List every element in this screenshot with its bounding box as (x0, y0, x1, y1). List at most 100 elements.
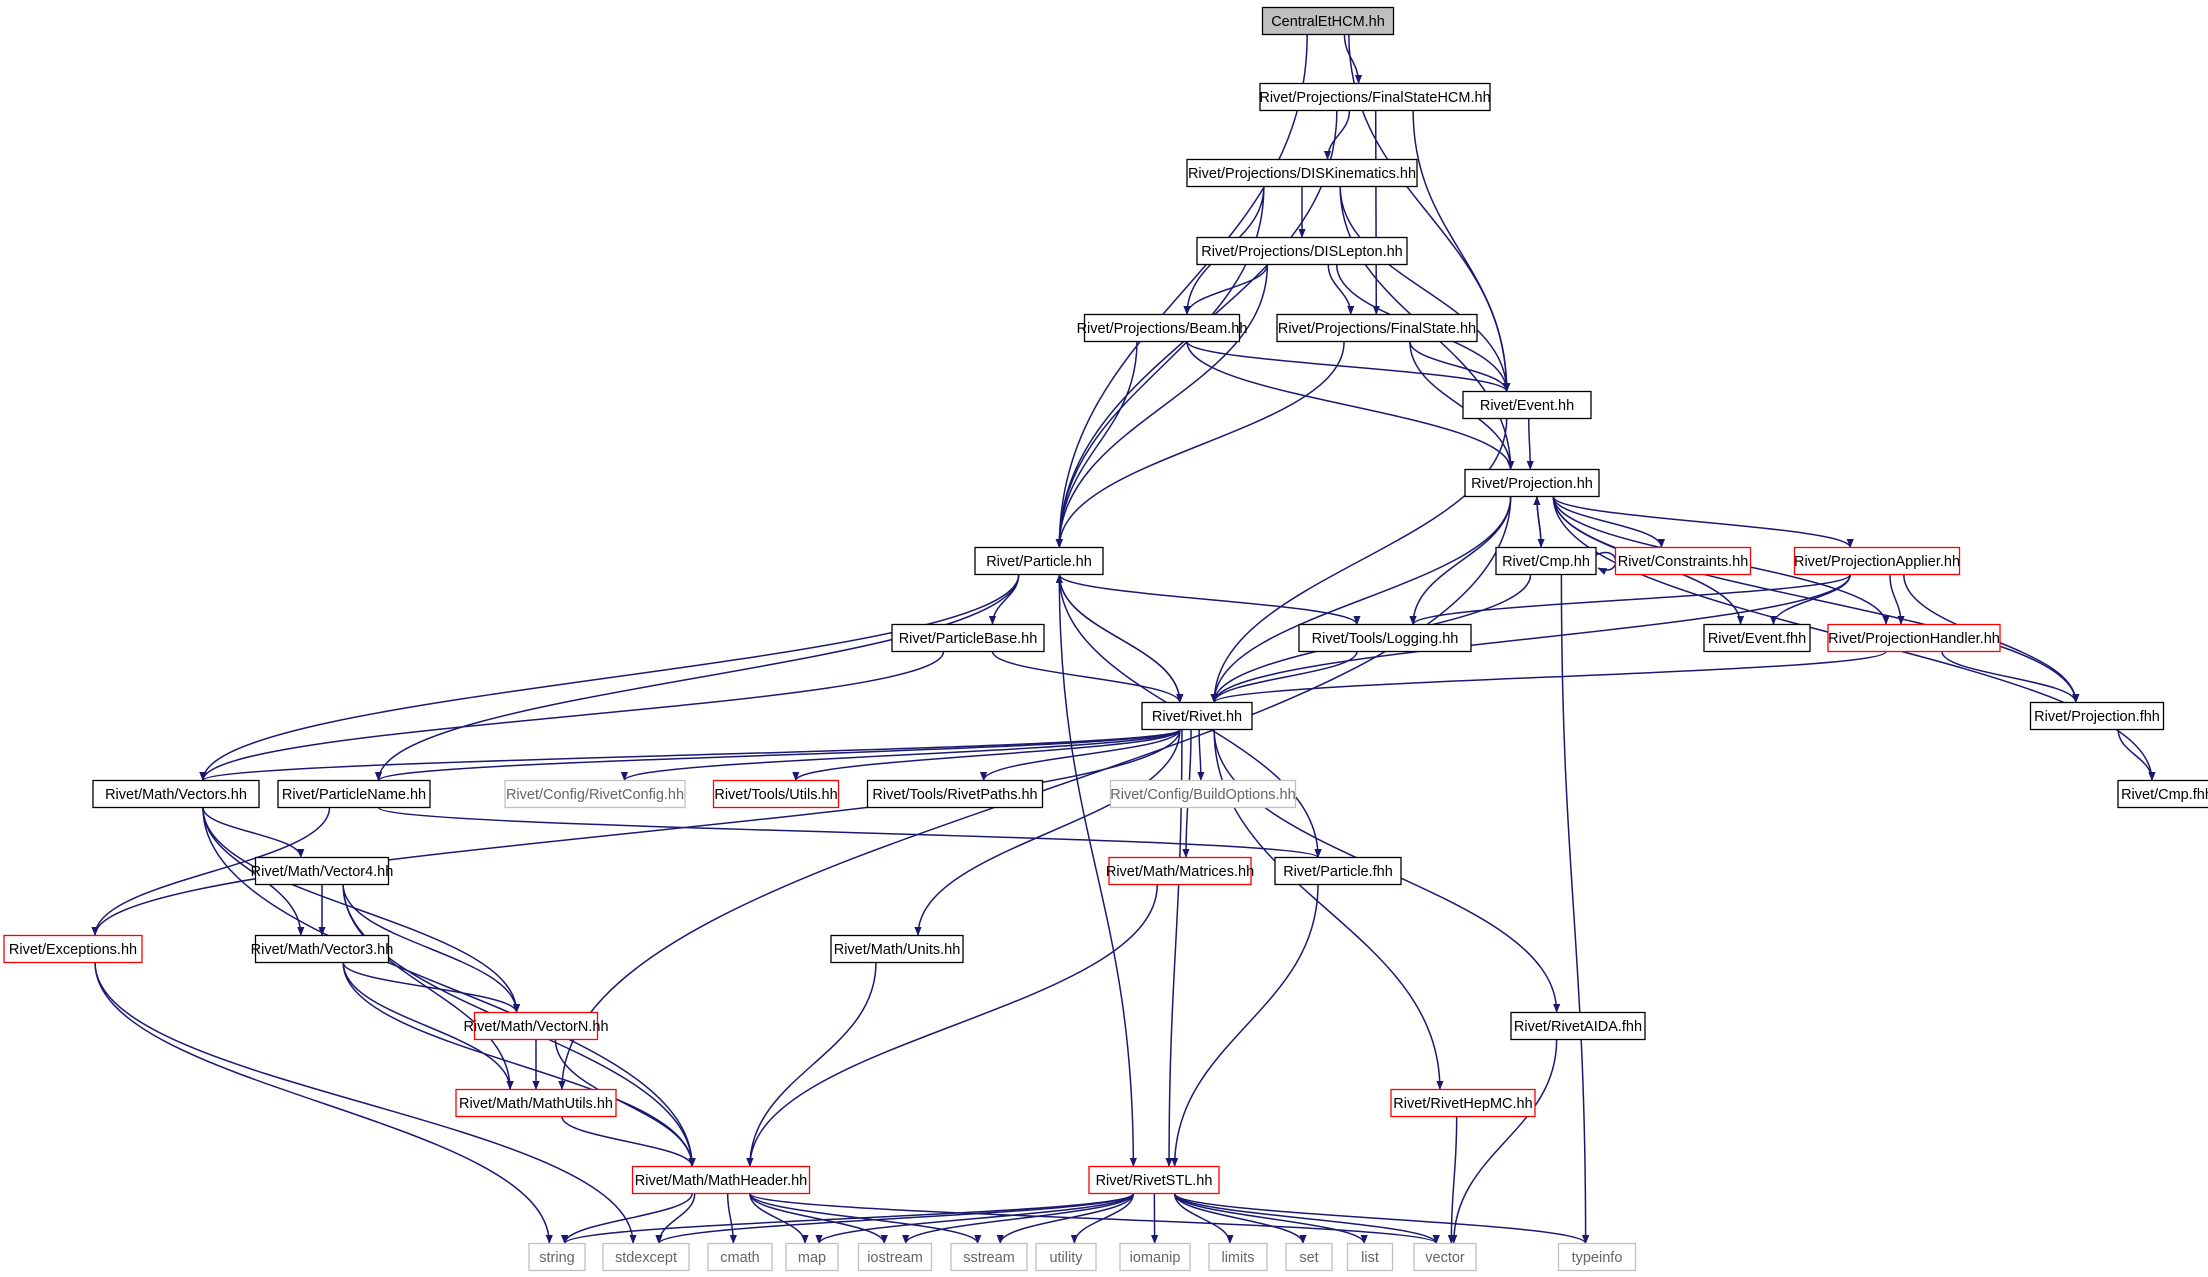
node-pbase[interactable]: Rivet/ParticleBase.hh (891, 623, 1045, 653)
node-map[interactable]: map (785, 1242, 839, 1272)
node-label: Rivet/ProjectionApplier.hh (1794, 554, 1960, 570)
node-units[interactable]: Rivet/Math/Units.hh (830, 934, 964, 964)
edge-stl-to-typeinfo (1173, 1192, 1590, 1245)
node-pname[interactable]: Rivet/ParticleName.hh (277, 779, 431, 809)
node-central[interactable]: CentralEtHCM.hh (1261, 6, 1395, 36)
node-label: Rivet/Event.hh (1480, 398, 1574, 414)
node-rivet[interactable]: Rivet/Rivet.hh (1141, 701, 1253, 731)
node-label: Rivet/Rivet.hh (1152, 709, 1242, 725)
edge-beam-to-event (1186, 341, 1511, 392)
node-label: utility (1049, 1250, 1083, 1266)
node-fs[interactable]: Rivet/Projections/FinalState.hh (1276, 313, 1478, 343)
node-label: Rivet/Constraints.hh (1618, 554, 1749, 570)
node-utils[interactable]: Rivet/Tools/Utils.hh (712, 779, 840, 809)
node-projhandler[interactable]: Rivet/ProjectionHandler.hh (1827, 623, 2001, 653)
node-label: limits (1221, 1250, 1254, 1266)
edge-exceptions-to-stdexcept (94, 962, 637, 1244)
node-particle[interactable]: Rivet/Particle.hh (974, 546, 1104, 576)
node-typeinfo[interactable]: typeinfo (1557, 1242, 1637, 1272)
node-buildopt[interactable]: Rivet/Config/BuildOptions.hh (1109, 779, 1297, 809)
edge-dislep-to-fs (1327, 264, 1355, 315)
edge-event-to-proj (1526, 418, 1534, 470)
node-box (1259, 82, 1491, 112)
node-stl[interactable]: Rivet/RivetSTL.hh (1088, 1165, 1220, 1195)
edge-proj-to-constraints (1552, 496, 1666, 548)
node-vector[interactable]: vector (1413, 1242, 1477, 1272)
node-cmath[interactable]: cmath (707, 1242, 773, 1272)
node-string[interactable]: string (528, 1242, 586, 1272)
node-cmpfhh[interactable]: Rivet/Cmp.fhh (2117, 779, 2208, 809)
node-iostream[interactable]: iostream (857, 1242, 933, 1272)
edge-units-to-mathheader (746, 962, 877, 1167)
edge-rivet-to-particle (1055, 574, 1181, 703)
node-label: Rivet/RivetHepMC.hh (1393, 1096, 1532, 1112)
node-stdexcept[interactable]: stdexcept (602, 1242, 690, 1272)
node-label: Rivet/Cmp.hh (1502, 554, 1590, 570)
node-box (1827, 623, 2001, 653)
edge-stl-to-set (1173, 1193, 1307, 1244)
node-label: Rivet/ParticleBase.hh (899, 631, 1038, 647)
node-iomanip[interactable]: iomanip (1119, 1242, 1191, 1272)
node-label: Rivet/Math/Units.hh (834, 942, 961, 958)
node-box (974, 546, 1104, 576)
node-label: Rivet/Projection.fhh (2034, 709, 2160, 725)
edge-hepmc-to-vector (1447, 1116, 1458, 1244)
node-diskin[interactable]: Rivet/Projections/DISKinematics.hh (1186, 158, 1418, 188)
node-utility[interactable]: utility (1035, 1242, 1097, 1272)
edge-stl-to-stdexcept (655, 1192, 1135, 1245)
node-label: Rivet/Projections/Beam.hh (1077, 321, 1248, 337)
node-vecn[interactable]: Rivet/Math/VectorN.hh (463, 1011, 609, 1041)
node-label: Rivet/Cmp.fhh (2121, 787, 2208, 803)
node-cmp[interactable]: Rivet/Cmp.hh (1495, 546, 1597, 576)
node-vec3[interactable]: Rivet/Math/Vector3.hh (251, 934, 394, 964)
node-vec4[interactable]: Rivet/Math/Vector4.hh (251, 856, 394, 886)
nodes-layer: CentralEtHCM.hhRivet/Projections/FinalSt… (3, 6, 2208, 1272)
node-box (1390, 1088, 1536, 1118)
node-event[interactable]: Rivet/Event.hh (1462, 390, 1592, 420)
node-limits[interactable]: limits (1208, 1242, 1268, 1272)
node-constraints[interactable]: Rivet/Constraints.hh (1614, 546, 1752, 576)
node-logging[interactable]: Rivet/Tools/Logging.hh (1298, 623, 1472, 653)
node-label: Rivet/Math/Vector4.hh (251, 864, 394, 880)
node-box (830, 934, 964, 964)
node-eventfhh[interactable]: Rivet/Event.fhh (1703, 623, 1811, 653)
edge-rivet-to-pname (375, 728, 1181, 782)
node-label: Rivet/Math/MathHeader.hh (635, 1173, 807, 1189)
node-rconfig[interactable]: Rivet/Config/RivetConfig.hh (504, 779, 686, 809)
edge-rivet-to-buildopt (1197, 729, 1205, 781)
edge-vec3-to-mathutils (342, 962, 514, 1090)
node-box (1186, 158, 1418, 188)
node-mathutils[interactable]: Rivet/Math/MathUtils.hh (455, 1088, 617, 1118)
edge-particle-to-vectors (199, 574, 1020, 781)
node-beam[interactable]: Rivet/Projections/Beam.hh (1077, 313, 1248, 343)
node-projfhh[interactable]: Rivet/Projection.fhh (2029, 701, 2165, 731)
node-box (1109, 779, 1297, 809)
node-set[interactable]: set (1285, 1242, 1333, 1272)
node-vectors[interactable]: Rivet/Math/Vectors.hh (92, 779, 260, 809)
node-sstream[interactable]: sstream (950, 1242, 1028, 1272)
node-label: Rivet/Math/Vector3.hh (251, 942, 394, 958)
node-pfhh[interactable]: Rivet/Particle.fhh (1274, 856, 1402, 886)
node-box (1276, 313, 1478, 343)
edge-vec4-to-vecn (342, 884, 521, 1013)
node-dislep[interactable]: Rivet/Projections/DISLepton.hh (1196, 236, 1408, 266)
node-hepmc[interactable]: Rivet/RivetHepMC.hh (1390, 1088, 1536, 1118)
edge-rivet-to-rpaths (979, 729, 1181, 781)
node-list[interactable]: list (1346, 1242, 1394, 1272)
node-box (891, 623, 1045, 653)
node-box (857, 1242, 933, 1272)
edge-stl-to-vector (1173, 1193, 1440, 1244)
node-aida[interactable]: Rivet/RivetAIDA.fhh (1510, 1011, 1646, 1041)
node-fshcm[interactable]: Rivet/Projections/FinalStateHCM.hh (1259, 82, 1491, 112)
node-proj[interactable]: Rivet/Projection.hh (1464, 468, 1600, 498)
node-projapp[interactable]: Rivet/ProjectionApplier.hh (1793, 546, 1961, 576)
edge-pname-to-pfhh (377, 806, 1322, 859)
node-label: Rivet/Config/BuildOptions.hh (1110, 787, 1295, 803)
node-rpaths[interactable]: Rivet/Tools/RivetPaths.hh (866, 779, 1044, 809)
edge-fs-to-particle (1055, 341, 1345, 548)
node-matrices[interactable]: Rivet/Math/Matrices.hh (1106, 856, 1254, 886)
edge-fs-to-proj (1409, 341, 1515, 470)
node-mathheader[interactable]: Rivet/Math/MathHeader.hh (631, 1165, 811, 1195)
node-exceptions[interactable]: Rivet/Exceptions.hh (3, 934, 143, 964)
edge-particle-to-pname (374, 574, 1020, 781)
